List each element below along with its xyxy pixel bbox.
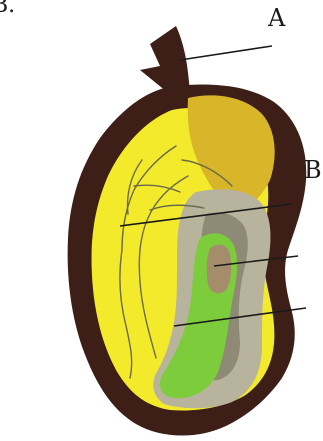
leader-line-a — [180, 46, 272, 60]
label-fragment-b: B. — [0, 0, 15, 18]
label-a: A — [267, 4, 286, 32]
label-b: B — [304, 156, 322, 184]
plumule — [207, 245, 232, 294]
hilum-beak — [140, 26, 190, 96]
